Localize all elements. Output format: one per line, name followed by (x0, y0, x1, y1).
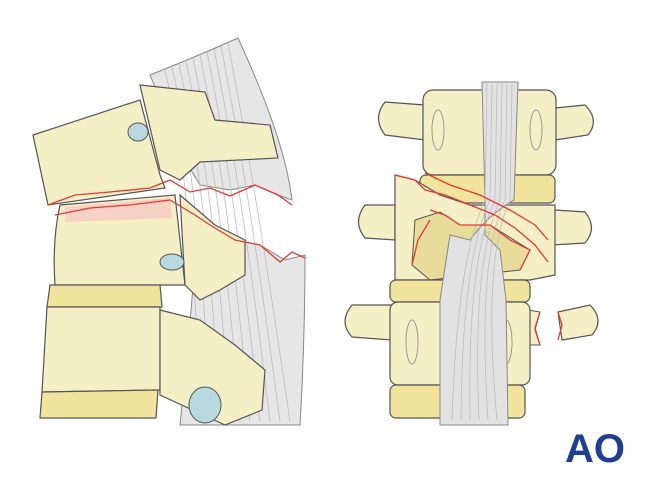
lower-vertebral-body (41, 306, 161, 393)
facet-joint-upper (127, 122, 149, 142)
upper-vertebral-body (32, 99, 166, 206)
ligament-fiber (213, 48, 271, 423)
ao-logo: AO (565, 427, 625, 471)
fracture-shading (65, 198, 172, 222)
lower-transverse-left (344, 304, 393, 341)
middle-transverse-left (357, 204, 396, 241)
frontal-spine-view (344, 81, 599, 426)
pedicle-outline (529, 109, 543, 151)
spinal-ligament-strip (439, 81, 519, 426)
pedicle-outline (405, 319, 419, 365)
upper-transverse-right (554, 104, 594, 141)
pedicle-outline (431, 109, 445, 151)
ligament-fiber (460, 83, 493, 421)
middle-posterior-process (179, 193, 246, 301)
fracture-line-frontal (394, 172, 563, 346)
upper-transverse-left (377, 101, 426, 141)
middle-transverse-right (551, 209, 593, 246)
middle-disc (46, 284, 163, 308)
upper-posterior-process (139, 84, 279, 181)
fracture-line-lateral (47, 179, 306, 263)
lower-transverse-right-broken (557, 304, 599, 341)
ligament-fiber (220, 45, 281, 423)
ligament-fiber (227, 42, 291, 423)
facet-joint-lower (188, 386, 222, 424)
facet-joint-middle (159, 253, 185, 271)
lower-posterior-process (159, 309, 266, 426)
ligament-fiber (484, 83, 508, 421)
lower-disc (39, 389, 159, 419)
lateral-spine-view (32, 37, 306, 426)
ligament-fiber (469, 83, 498, 421)
ligament-fiber (477, 83, 503, 421)
